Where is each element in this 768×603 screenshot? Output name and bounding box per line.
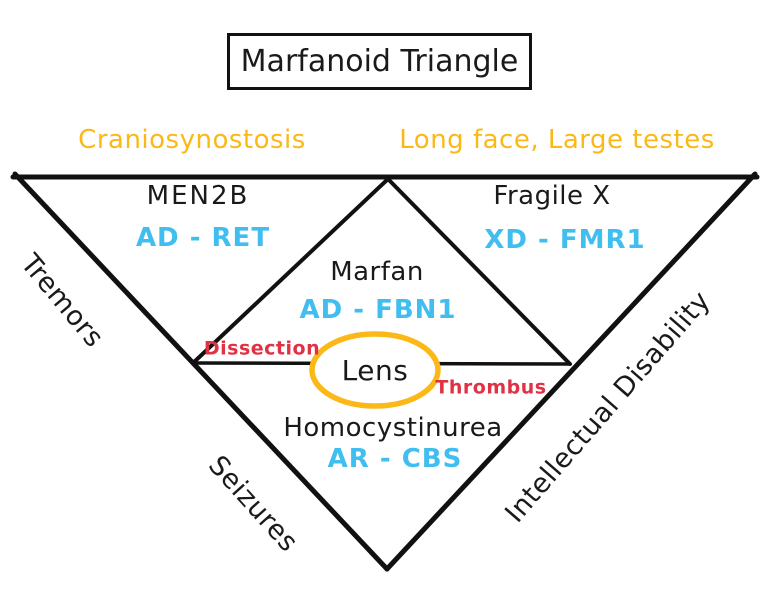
- annotation-dissection: Dissection: [203, 337, 321, 360]
- feature-label-craniosynostosis: Craniosynostosis: [78, 125, 306, 155]
- inner-divider-left: [191, 177, 390, 365]
- feature-label-long-face-large-testes: Long face, Large testes: [399, 125, 715, 155]
- lens-label: Lens: [341, 354, 409, 387]
- inner-divider-right: [386, 177, 572, 366]
- region-men2b-genetics: AD - RET: [135, 223, 271, 253]
- region-marfan-genetics: AD - FBN1: [299, 295, 457, 325]
- triangle-left-edge: [12, 171, 390, 572]
- lens-ellipse: [309, 331, 441, 409]
- region-homocystinurea-genetics: AR - CBS: [327, 444, 463, 474]
- region-homocystinurea-name: Homocystinurea: [283, 413, 503, 443]
- annotation-thrombus: Thrombus: [435, 376, 547, 399]
- region-fragile-x-name: Fragile X: [493, 181, 611, 211]
- title-box: Marfanoid Triangle: [227, 33, 532, 90]
- region-marfan-name: Marfan: [330, 257, 424, 287]
- region-fragile-x-genetics: XD - FMR1: [484, 225, 646, 255]
- page-title: Marfanoid Triangle: [240, 44, 519, 79]
- triangle-right-edge: [384, 171, 758, 572]
- region-men2b-name: MEN2B: [146, 181, 250, 211]
